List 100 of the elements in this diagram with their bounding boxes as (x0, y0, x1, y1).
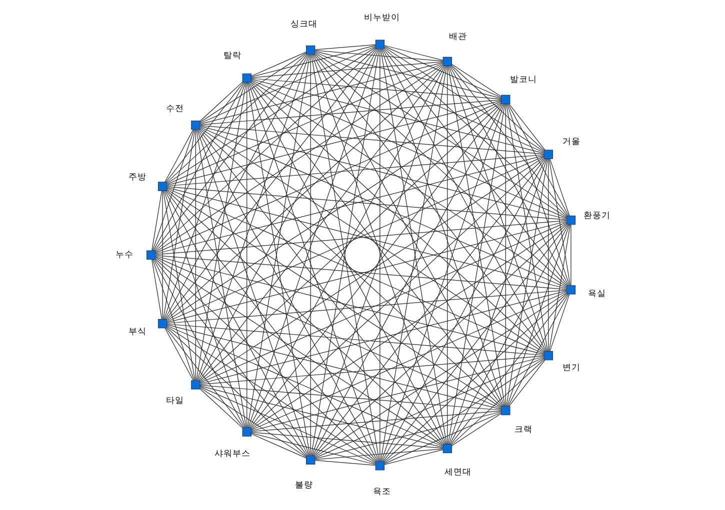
connector (166, 221, 566, 323)
connector (199, 388, 242, 428)
connector (152, 259, 244, 428)
connector (447, 104, 505, 445)
connector (199, 356, 544, 385)
connector (250, 45, 376, 78)
connector (164, 328, 194, 381)
connector (162, 190, 195, 381)
connector (248, 48, 378, 428)
connector (250, 222, 566, 430)
connector (548, 158, 570, 286)
connector (250, 291, 566, 430)
node-box (157, 319, 167, 328)
connector (314, 460, 376, 466)
node-box (242, 73, 251, 83)
node-box (566, 216, 576, 225)
connector (197, 129, 378, 462)
connector (506, 104, 570, 286)
connector (250, 52, 306, 76)
connector (166, 187, 566, 289)
connector (314, 357, 544, 458)
connector (199, 125, 544, 154)
connector (166, 328, 306, 456)
connector (450, 294, 568, 444)
connector (504, 104, 506, 406)
node-label: 탈락 (222, 50, 241, 61)
connector (314, 50, 443, 62)
connector (166, 154, 544, 186)
connector (166, 325, 443, 447)
connector (384, 46, 501, 98)
connector (250, 62, 443, 78)
connector (383, 294, 566, 462)
connector (384, 412, 501, 464)
connector (450, 360, 544, 445)
connector (250, 158, 544, 428)
connector (194, 129, 196, 380)
connector (198, 129, 444, 444)
connector (151, 190, 162, 251)
connector (314, 54, 566, 286)
connector (154, 258, 443, 446)
connector (380, 48, 504, 406)
connector (250, 410, 501, 432)
connector (200, 126, 566, 220)
node-box (500, 94, 510, 104)
connector (166, 324, 501, 410)
connector (447, 66, 505, 406)
connector (313, 54, 545, 352)
connector (250, 432, 443, 448)
connector (154, 48, 376, 252)
connector (314, 52, 566, 218)
node-box (306, 455, 315, 464)
connector (199, 52, 306, 123)
node-label: 세면대 (444, 468, 472, 478)
connector (314, 224, 566, 456)
node-label: 싱크대 (290, 19, 318, 30)
node-box (190, 120, 200, 130)
connector (166, 100, 502, 186)
connector (154, 54, 307, 251)
connector (250, 434, 306, 458)
connector (162, 129, 195, 320)
connector (507, 294, 568, 406)
connector (384, 358, 544, 464)
connector (382, 48, 568, 286)
node-label: 샤워부스 (214, 449, 250, 460)
connector (379, 48, 380, 462)
node-label: 크랙 (514, 424, 532, 435)
connector (570, 224, 571, 286)
node-label: 타일 (165, 396, 184, 406)
connector (166, 188, 544, 354)
connector (197, 48, 378, 380)
connector (166, 102, 502, 321)
connector (507, 104, 568, 216)
connector (166, 326, 376, 463)
connector (166, 290, 566, 324)
connector (382, 158, 546, 462)
connector (154, 155, 544, 254)
connector (508, 360, 545, 406)
connector (166, 65, 443, 320)
connector (154, 64, 443, 252)
connector (199, 46, 376, 124)
node-label: 부식 (128, 327, 146, 338)
connector (313, 158, 545, 456)
node-box (374, 461, 384, 470)
connector (200, 103, 502, 381)
node-label: 주방 (128, 172, 146, 183)
connector (248, 82, 378, 462)
connector (506, 158, 548, 406)
connector (166, 63, 443, 185)
connector (451, 65, 544, 151)
node-box (242, 427, 251, 437)
connector (506, 224, 570, 406)
node-label: 비누받이 (364, 12, 400, 23)
node-box (306, 46, 315, 55)
connector (154, 101, 501, 254)
connector (154, 256, 544, 355)
connector (250, 78, 501, 100)
connector (152, 259, 194, 381)
connector (166, 186, 566, 220)
connector (314, 52, 544, 153)
connector (384, 449, 443, 465)
